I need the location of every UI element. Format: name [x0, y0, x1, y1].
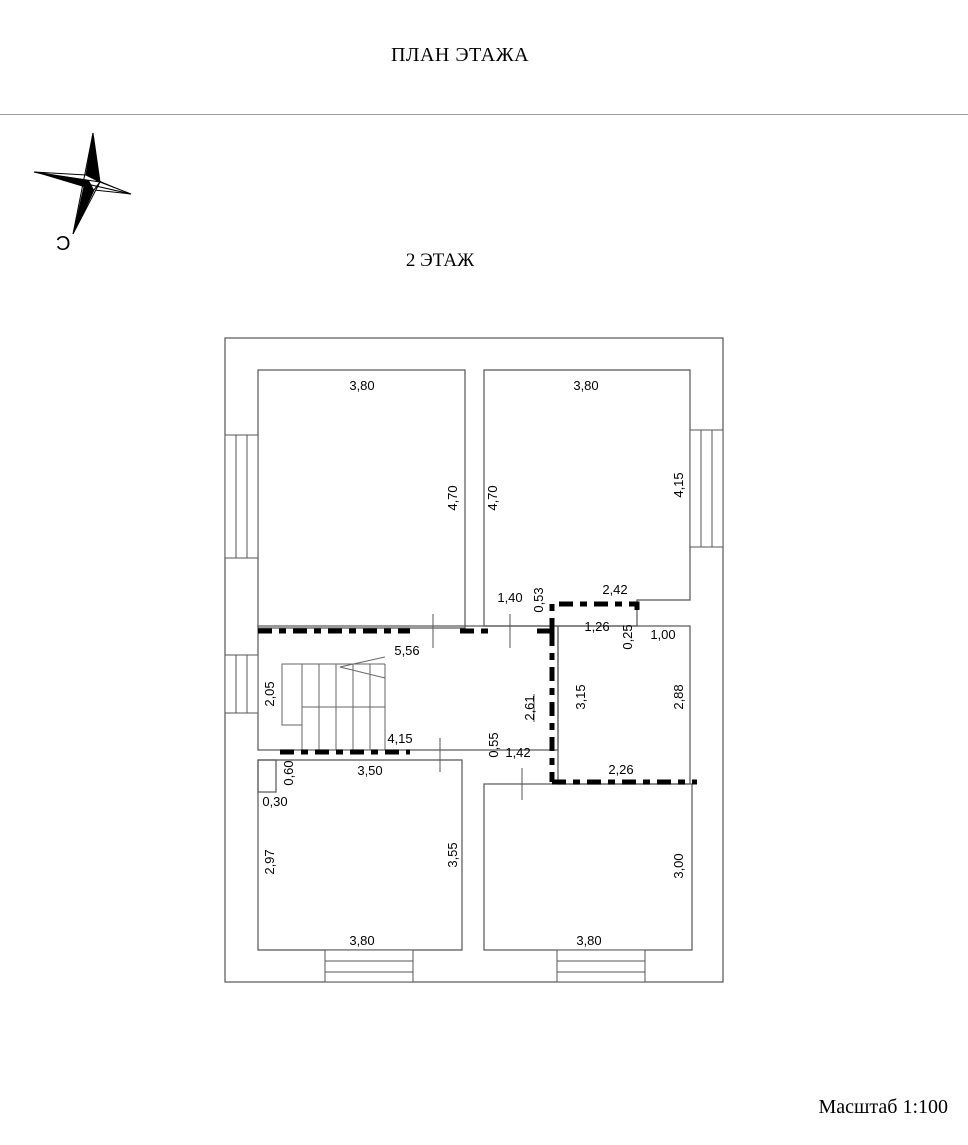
- dim-226: 2,26: [608, 762, 633, 777]
- dim-300: 3,00: [671, 853, 686, 878]
- floor-title: 2 ЭТАЖ: [405, 250, 475, 271]
- dim-hall-length: 5,56: [394, 643, 419, 658]
- dim-315: 3,15: [573, 684, 588, 709]
- scale-label: Масштаб 1:100: [818, 1096, 948, 1118]
- room-2: [483, 369, 691, 627]
- window-bottom-right: [556, 949, 646, 983]
- dim-055: 0,55: [486, 732, 501, 757]
- closet: [257, 759, 277, 793]
- dim-288: 2,88: [671, 684, 686, 709]
- dim-053: 0,53: [531, 587, 546, 612]
- outer-wall: [224, 337, 724, 983]
- dim-126: 1,26: [584, 619, 609, 634]
- room-1: [257, 369, 466, 629]
- partition-bath: [549, 601, 640, 632]
- dim-140: 1,40: [497, 590, 522, 605]
- dim-261: 2,61: [522, 695, 537, 720]
- window-right: [689, 429, 724, 548]
- header-divider: [0, 114, 968, 115]
- window-left-upper: [224, 434, 259, 559]
- dim-205: 2,05: [262, 681, 277, 706]
- dim-297: 2,97: [262, 849, 277, 874]
- dim-025: 0,25: [620, 624, 635, 649]
- dim-242: 2,42: [602, 582, 627, 597]
- page-title: ПЛАН ЭТАЖА: [390, 44, 530, 66]
- window-left-lower: [224, 654, 259, 714]
- dim-r1-height: 4,70: [445, 485, 460, 510]
- dim-r2-height-left: 4,70: [485, 485, 500, 510]
- staircase: [281, 656, 386, 751]
- window-bottom-left: [324, 949, 414, 983]
- room-3: [257, 759, 463, 951]
- compass-rose-icon: [33, 132, 132, 235]
- dim-100: 1,00: [650, 627, 675, 642]
- dim-355: 3,55: [445, 842, 460, 867]
- dim-350: 3,50: [357, 763, 382, 778]
- dim-030: 0,30: [262, 794, 287, 809]
- dim-142: 1,42: [505, 745, 530, 760]
- dim-415: 4,15: [387, 731, 412, 746]
- dim-r2-width: 3,80: [573, 378, 598, 393]
- dim-r2-height-right: 4,15: [671, 472, 686, 497]
- dim-r3-width: 3,80: [349, 933, 374, 948]
- room-5: [483, 783, 693, 951]
- dim-r4-width: 3,80: [576, 933, 601, 948]
- dim-060: 0,60: [281, 760, 296, 785]
- dim-r1-width: 3,80: [349, 378, 374, 393]
